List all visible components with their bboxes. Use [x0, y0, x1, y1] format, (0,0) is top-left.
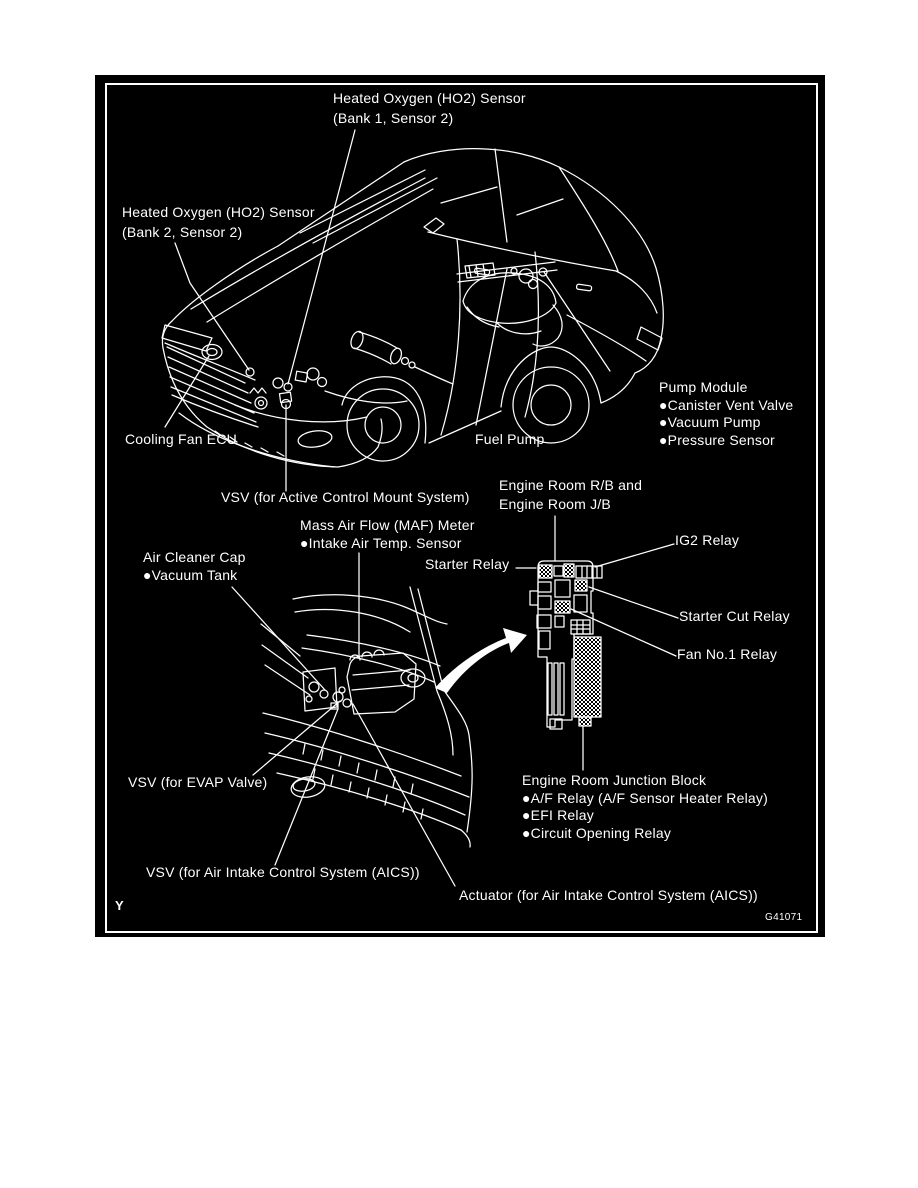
label-vsv-aics: VSV (for Air Intake Control System (AICS…: [146, 864, 420, 880]
label-line: (Bank 2, Sensor 2): [122, 224, 243, 240]
label-junction-block: Engine Room Junction Block ●A/F Relay (A…: [522, 772, 768, 843]
label-engine-room-rb: Engine Room R/B and Engine Room J/B: [499, 476, 642, 514]
inner-border: [105, 83, 818, 933]
label-starter-cut-relay: Starter Cut Relay: [679, 608, 790, 624]
label-fan-no1-relay: Fan No.1 Relay: [677, 646, 778, 662]
label-ho2-bank1: Heated Oxygen (HO2) Sensor (Bank 1, Sens…: [333, 88, 526, 128]
label-fuel-pump: Fuel Pump: [475, 431, 545, 447]
label-line: ●EFI Relay: [522, 807, 594, 824]
label-pump-module: Pump Module ●Canister Vent Valve ●Vacuum…: [659, 379, 793, 449]
label-line: Mass Air Flow (MAF) Meter: [300, 517, 475, 533]
label-vsv-acm: VSV (for Active Control Mount System): [221, 489, 470, 505]
page-marker: Y: [115, 898, 124, 913]
sedan-drawing: [161, 148, 664, 468]
figure-id-code: G41071: [765, 912, 803, 923]
label-starter-relay: Starter Relay: [425, 556, 510, 572]
label-line: Engine Room R/B and: [499, 477, 643, 493]
label-line: ●A/F Relay (A/F Sensor Heater Relay): [522, 789, 768, 806]
label-vsv-evap: VSV (for EVAP Valve): [128, 774, 268, 790]
label-line: ●Intake Air Temp. Sensor: [300, 534, 462, 551]
label-line: ●Vacuum Tank: [143, 566, 238, 583]
label-ho2-bank2: Heated Oxygen (HO2) Sensor (Bank 2, Sens…: [122, 202, 315, 242]
label-line: ●Vacuum Pump: [659, 414, 761, 430]
relay-box-drawing: [529, 560, 603, 730]
label-actuator-aics: Actuator (for Air Intake Control System …: [459, 887, 758, 903]
figure-frame: Heated Oxygen (HO2) Sensor (Bank 1, Sens…: [95, 75, 825, 937]
label-line: Air Cleaner Cap: [143, 549, 246, 565]
label-maf-meter: Mass Air Flow (MAF) Meter ●Intake Air Te…: [300, 517, 475, 552]
label-cooling-fan-ecu: Cooling Fan ECU: [125, 431, 237, 447]
label-line: Engine Room J/B: [499, 496, 611, 512]
label-line: Heated Oxygen (HO2) Sensor: [122, 204, 315, 220]
label-line: Heated Oxygen (HO2) Sensor: [333, 90, 526, 106]
label-line: ●Canister Vent Valve: [659, 396, 794, 413]
leader-lines: [164, 129, 679, 887]
label-line: ●Circuit Opening Relay: [522, 825, 672, 842]
label-line: (Bank 1, Sensor 2): [333, 110, 454, 126]
label-line: ●Pressure Sensor: [659, 431, 775, 448]
engine-bay-drawing: [260, 586, 473, 848]
label-air-cleaner: Air Cleaner Cap ●Vacuum Tank: [143, 549, 246, 584]
arrow-to-relay-box-icon: [435, 628, 527, 693]
label-line: Engine Room Junction Block: [522, 772, 707, 788]
label-line: Pump Module: [659, 379, 748, 395]
engine-compartment-diagram: [105, 83, 818, 933]
label-ig2-relay: IG2 Relay: [675, 532, 740, 548]
